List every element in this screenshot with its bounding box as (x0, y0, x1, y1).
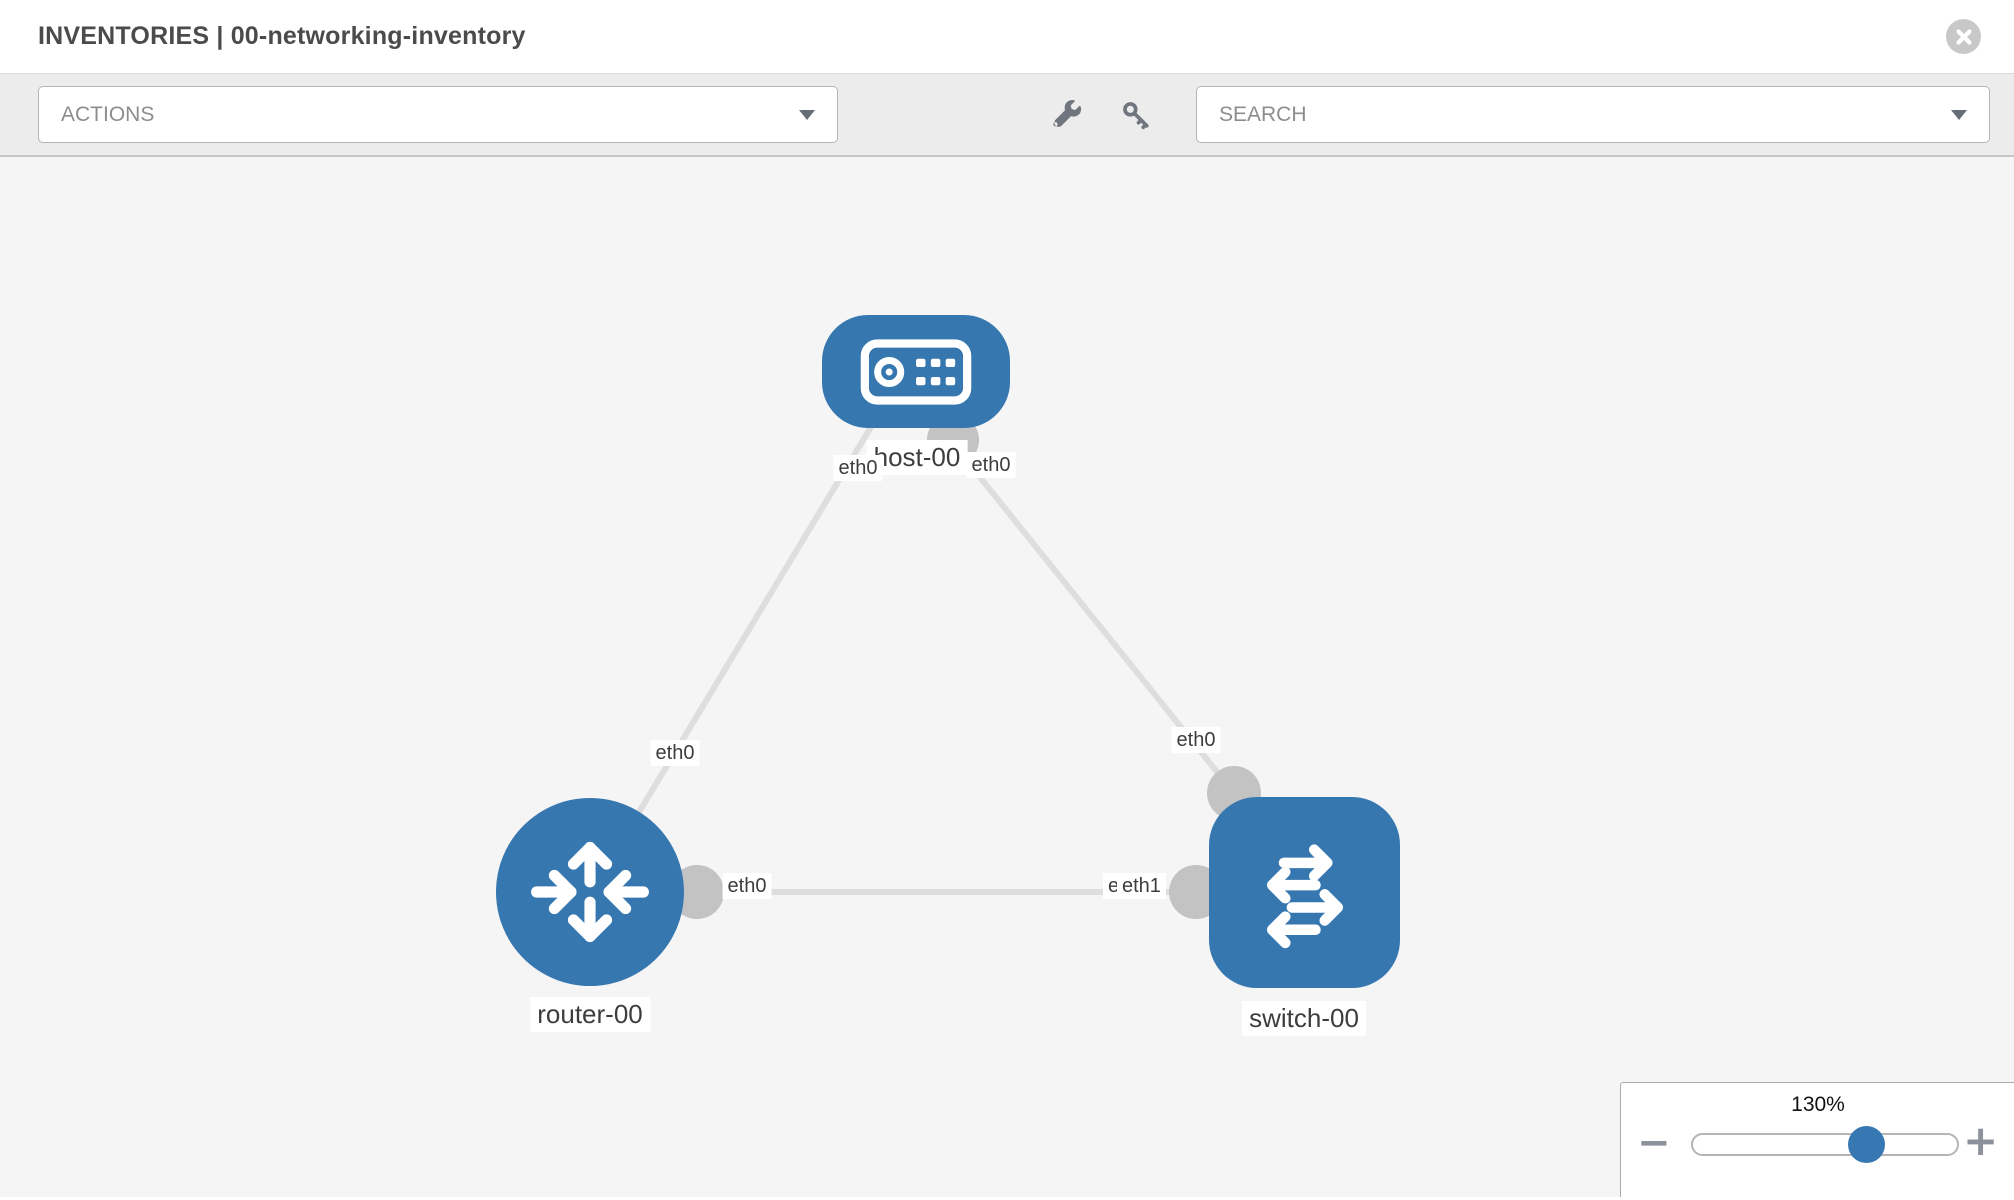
interface-label-host-eth0-right: eth0 (966, 452, 1016, 478)
chevron-down-icon (1951, 109, 1967, 120)
search-dropdown-label: SEARCH (1219, 102, 1307, 126)
topology-canvas[interactable]: host-00 router-00 switch-00 eth0 eth0 et… (0, 157, 2014, 1197)
interface-label-host-eth0-left: eth0 (833, 455, 883, 481)
actions-dropdown-label: ACTIONS (61, 102, 155, 126)
wrench-icon (1053, 99, 1082, 127)
host-icon (860, 338, 972, 405)
node-label-switch-00: switch-00 (1242, 1001, 1366, 1037)
zoom-slider-track[interactable] (1691, 1126, 1959, 1163)
link-router-host[interactable] (609, 410, 883, 859)
toolbar: ACTIONS SEARCH (0, 74, 2014, 157)
interface-label-switch-eth1-lan: eth1 (1117, 873, 1166, 899)
zoom-slider-thumb[interactable] (1848, 1126, 1885, 1163)
node-router-00[interactable] (496, 798, 684, 986)
interface-label-router-eth0-up: eth0 (650, 740, 700, 766)
close-button[interactable] (1946, 19, 1981, 54)
node-switch-00[interactable] (1209, 797, 1400, 988)
links-layer (609, 410, 1261, 919)
chevron-down-icon (799, 109, 815, 120)
search-dropdown[interactable]: SEARCH (1196, 86, 1990, 143)
key-icon (1123, 101, 1149, 129)
switch-icon (1266, 843, 1343, 948)
page-title: INVENTORIES | 00-networking-inventory (38, 22, 526, 50)
zoom-in-button[interactable]: + (1963, 1116, 1999, 1165)
node-host-00[interactable] (822, 315, 1010, 428)
zoom-control-panel: 130% − + (1620, 1082, 2014, 1197)
interface-circle-router-eth0[interactable] (670, 865, 724, 919)
router-icon (531, 841, 649, 943)
configure-button[interactable] (1048, 97, 1084, 133)
close-icon (1955, 28, 1972, 45)
credentials-button[interactable] (1118, 97, 1154, 133)
node-label-host-00: host-00 (866, 440, 968, 476)
zoom-level-value: 130% (1791, 1093, 1845, 1116)
interface-label-router-eth0-lan: eth0 (722, 873, 772, 899)
header-bar: INVENTORIES | 00-networking-inventory (0, 0, 2014, 74)
node-label-router-00: router-00 (530, 997, 650, 1033)
interface-label-switch-eth0-up: eth0 (1171, 727, 1221, 753)
actions-dropdown[interactable]: ACTIONS (38, 86, 838, 143)
zoom-out-button[interactable]: − (1637, 1120, 1671, 1166)
